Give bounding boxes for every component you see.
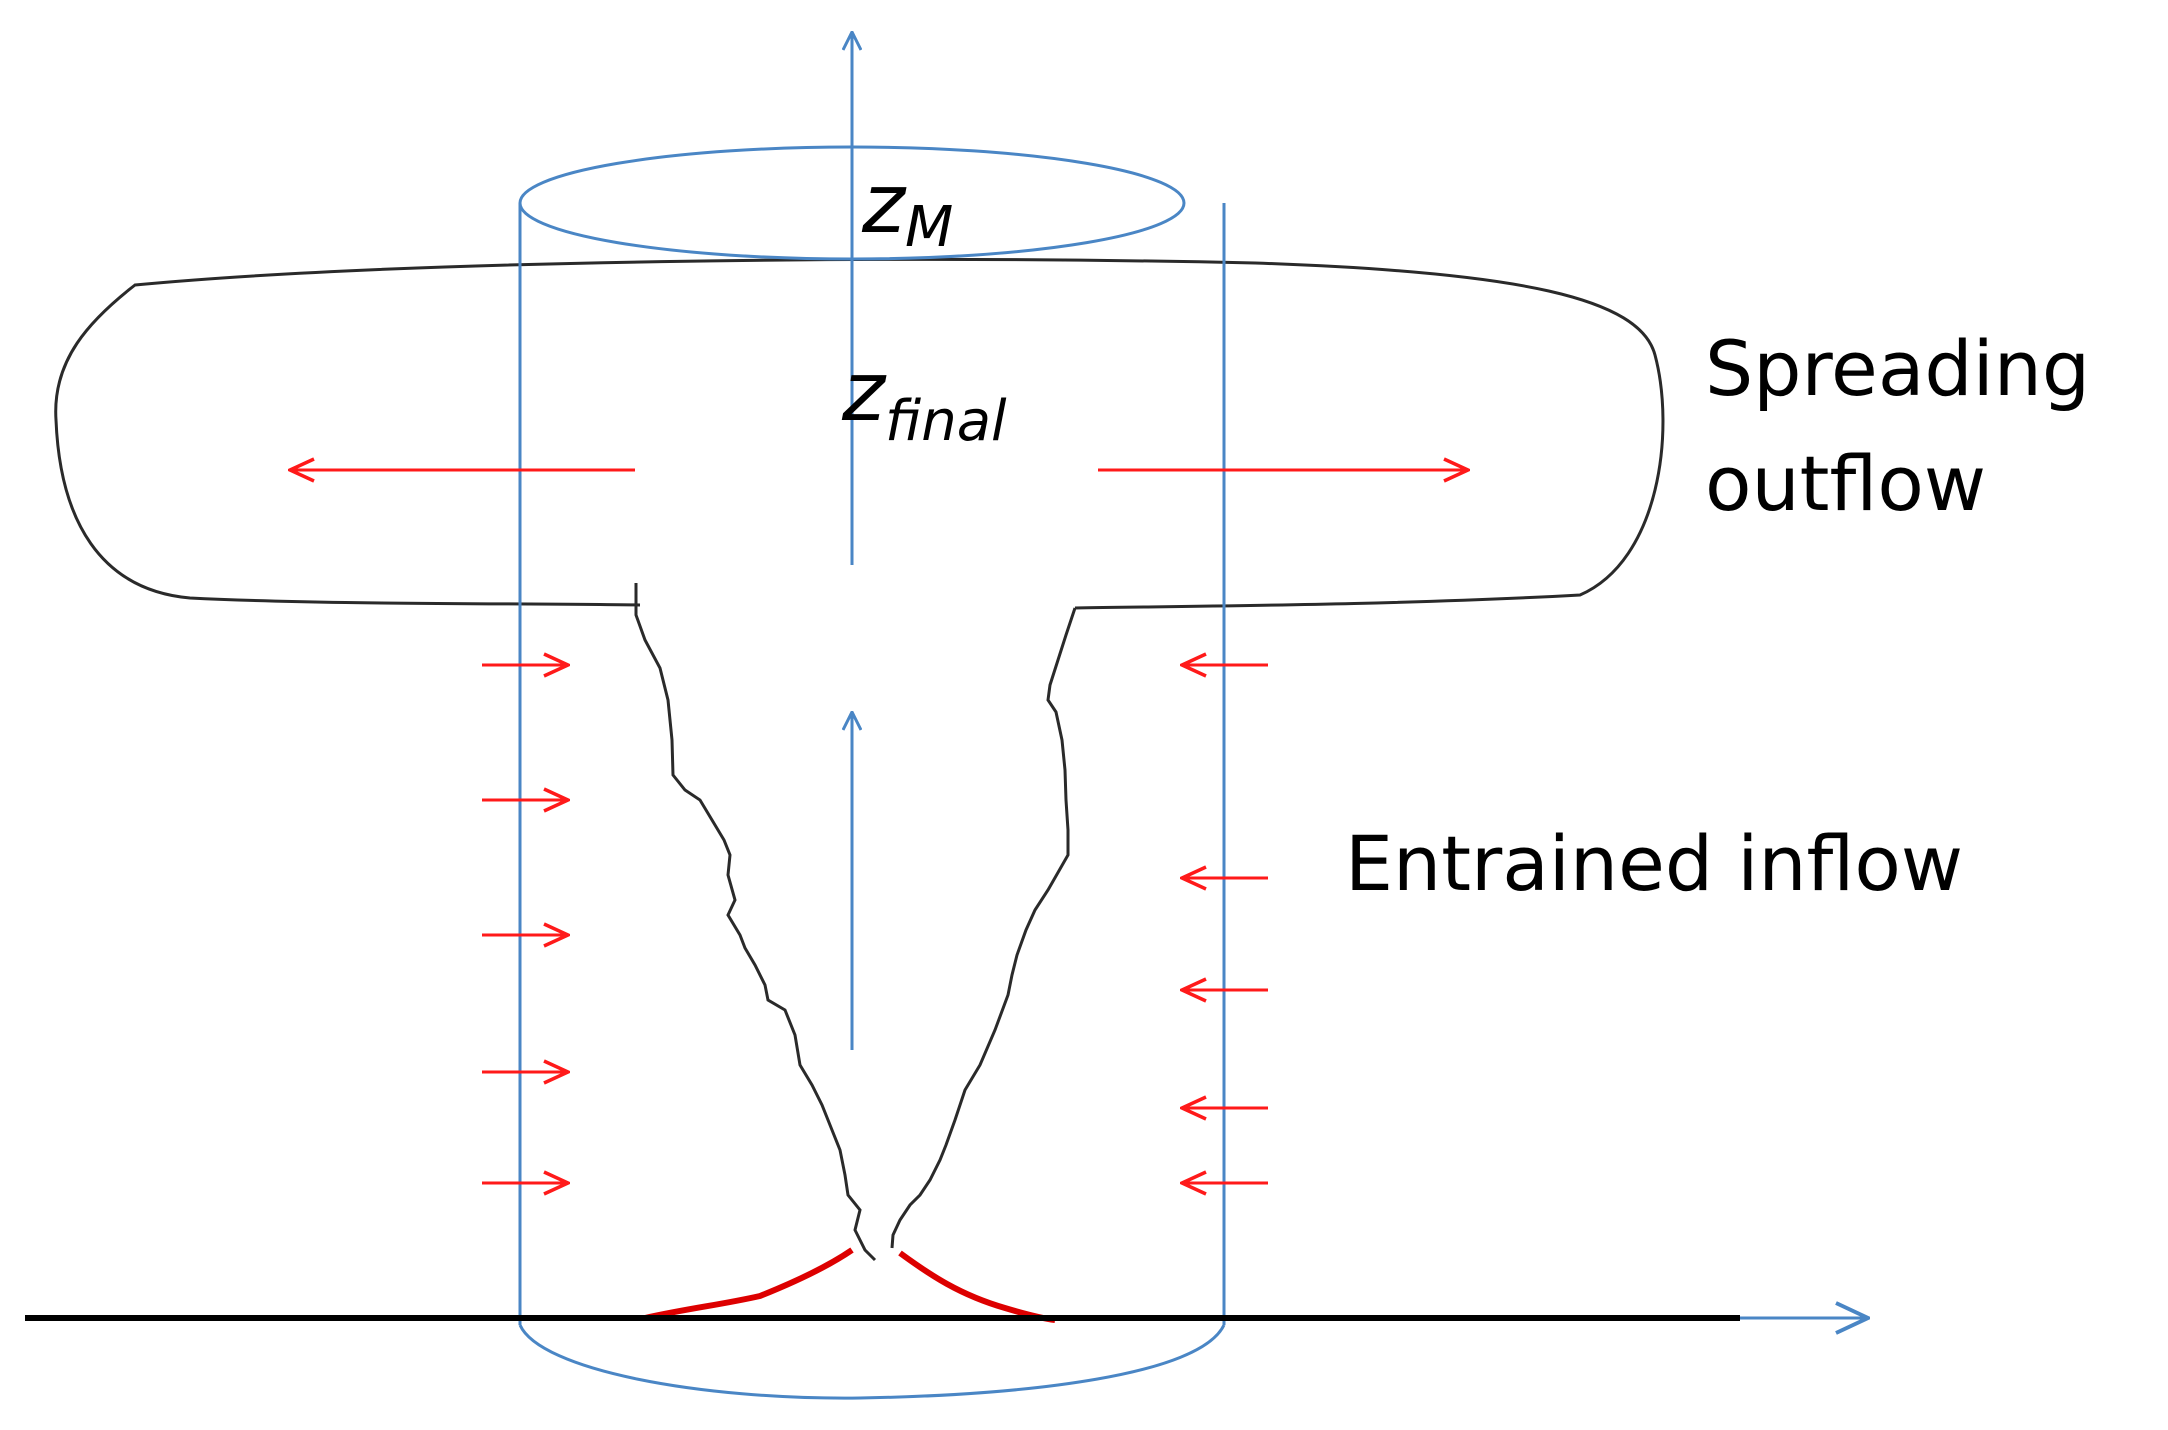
plume-left-edge [634, 583, 877, 1262]
label-outflow: outflow [1705, 439, 1986, 528]
source-left [644, 1247, 854, 1321]
cylinder-bottom-arc [518, 1324, 1226, 1400]
plume-right-edge [890, 607, 1077, 1249]
label-z-m: zM [861, 157, 953, 260]
entrainment-arrows-left [482, 665, 568, 1183]
label-entrained-inflow: Entrained inflow [1345, 819, 1963, 908]
label-spreading: Spreading [1705, 324, 2090, 413]
entrainment-arrows-right [1182, 665, 1268, 1183]
label-z-final: zfinal [841, 345, 1007, 454]
source-right [898, 1250, 1056, 1323]
